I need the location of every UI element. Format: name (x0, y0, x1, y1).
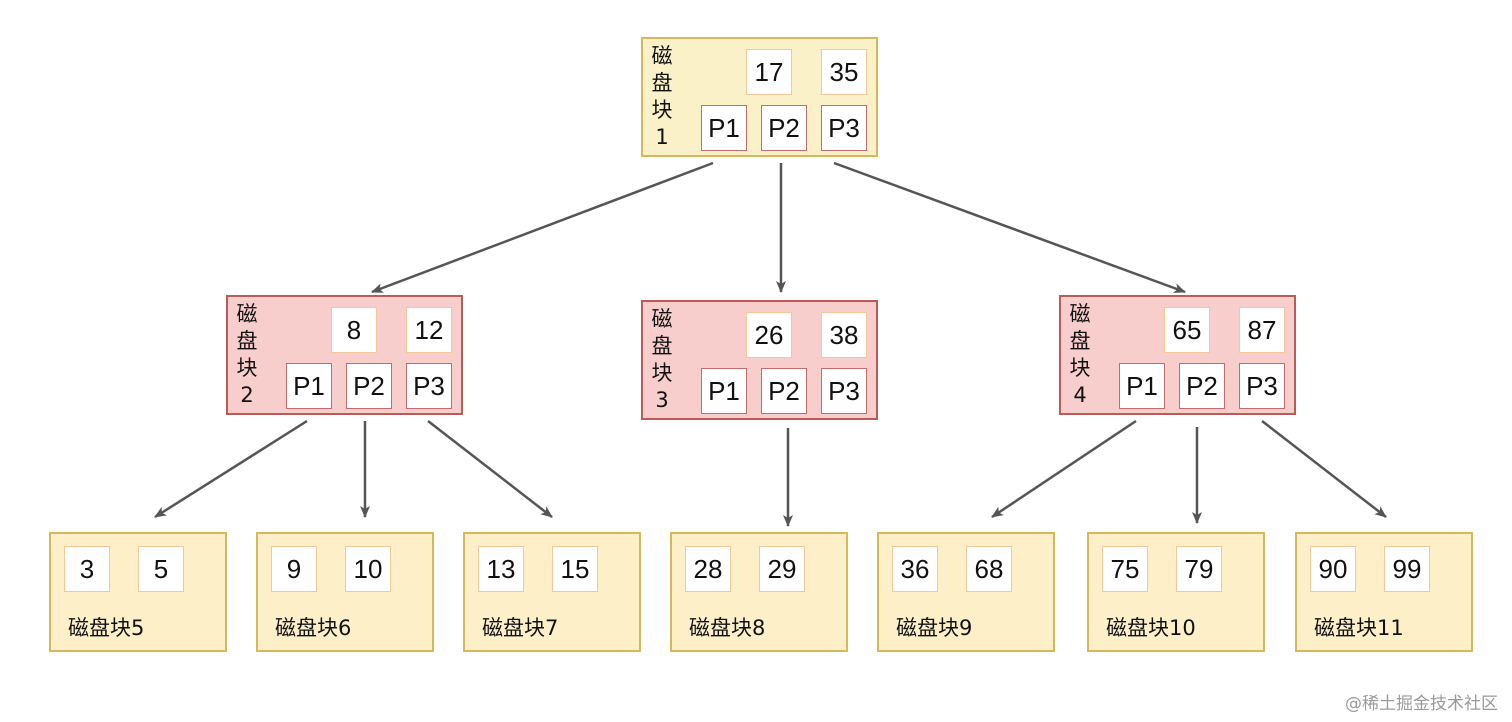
key-cell: 35 (821, 49, 867, 95)
key-cell: 28 (685, 546, 731, 592)
disk-block-9: 36 68 磁盘块9 (877, 532, 1055, 652)
disk-block-10: 75 79 磁盘块10 (1087, 532, 1265, 652)
disk-block-label: 磁盘块5 (68, 616, 145, 640)
key-cell: 38 (821, 312, 867, 358)
key-cell: 13 (478, 546, 524, 592)
edge-b4-to-b11 (1261, 420, 1387, 518)
pointer-cell: P1 (701, 105, 747, 151)
edge-b1-to-b4 (833, 161, 1186, 294)
key-cell: 8 (331, 307, 377, 353)
pointer-cell: P3 (821, 105, 867, 151)
key-cell: 9 (271, 546, 317, 592)
edge-b1-to-b2 (371, 161, 714, 294)
disk-block-label: 磁 盘 块 1 (651, 44, 673, 149)
disk-block-label: 磁盘块9 (896, 616, 973, 640)
pointer-cell: P3 (406, 363, 452, 409)
disk-block-6: 9 10 磁盘块6 (256, 532, 434, 652)
watermark: @稀土掘金技术社区 (1345, 694, 1498, 714)
disk-block-8: 28 29 磁盘块8 (670, 532, 848, 652)
key-cell: 99 (1384, 546, 1430, 592)
pointer-cell: P2 (761, 105, 807, 151)
key-cell: 65 (1164, 307, 1210, 353)
key-cell: 12 (406, 307, 452, 353)
key-cell: 75 (1102, 546, 1148, 592)
key-cell: 90 (1310, 546, 1356, 592)
key-cell: 26 (746, 312, 792, 358)
disk-block-label: 磁 盘 块 3 (651, 307, 673, 412)
pointer-cell: P2 (761, 368, 807, 414)
pointer-cell: P3 (1239, 363, 1285, 409)
disk-block-label: 磁盘块11 (1314, 616, 1404, 640)
pointer-cell: P1 (1119, 363, 1165, 409)
edge-b4-to-b9 (991, 419, 1137, 519)
key-cell: 17 (746, 49, 792, 95)
key-cell: 68 (966, 546, 1012, 592)
key-cell: 29 (759, 546, 805, 592)
key-cell: 15 (552, 546, 598, 592)
pointer-cell: P1 (701, 368, 747, 414)
key-cell: 79 (1176, 546, 1222, 592)
edge-b2-to-b5 (154, 419, 308, 519)
key-cell: 87 (1239, 307, 1285, 353)
pointer-cell: P3 (821, 368, 867, 414)
key-cell: 10 (345, 546, 391, 592)
pointer-cell: P1 (286, 363, 332, 409)
pointer-cell: P2 (1179, 363, 1225, 409)
disk-block-label: 磁 盘 块 2 (236, 302, 258, 407)
disk-block-label: 磁盘块8 (689, 616, 766, 640)
key-cell: 5 (138, 546, 184, 592)
disk-block-11: 90 99 磁盘块11 (1295, 532, 1473, 652)
disk-block-label: 磁盘块6 (275, 616, 352, 640)
key-cell: 3 (64, 546, 110, 592)
key-cell: 36 (892, 546, 938, 592)
disk-block-label: 磁 盘 块 4 (1069, 302, 1091, 407)
disk-block-label: 磁盘块10 (1106, 616, 1196, 640)
edge-b2-to-b7 (427, 420, 553, 518)
pointer-cell: P2 (346, 363, 392, 409)
disk-block-7: 13 15 磁盘块7 (463, 532, 641, 652)
disk-block-label: 磁盘块7 (482, 616, 559, 640)
